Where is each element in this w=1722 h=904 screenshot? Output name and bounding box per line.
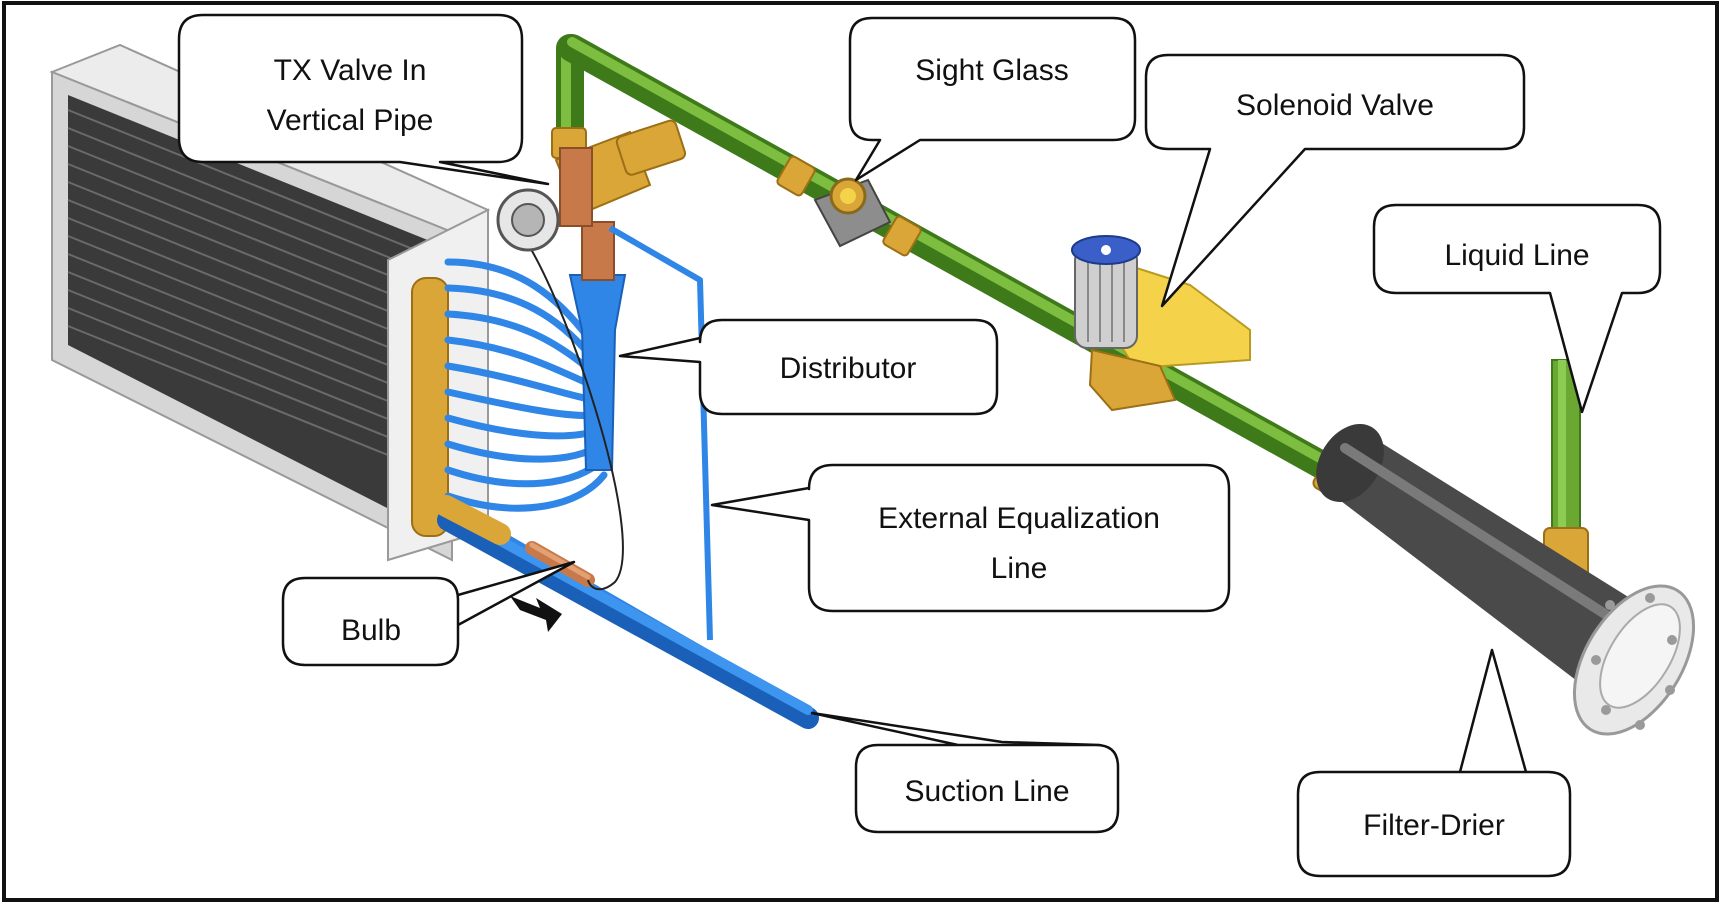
label-solenoid-valve: Solenoid Valve (1236, 89, 1434, 122)
callout-solenoid-valve (1144, 53, 1526, 308)
callout-labels: TX Valve In Vertical Pipe Sight Glass So… (267, 54, 1590, 842)
evaporator-coil (49, 43, 491, 562)
callout-sight-glass (848, 16, 1137, 182)
label-tx-valve-line2: Vertical Pipe (267, 104, 434, 137)
label-liquid-line: Liquid Line (1444, 239, 1589, 272)
sensing-bulb (525, 541, 595, 587)
capillary-tube (517, 229, 624, 591)
distributor-body (568, 274, 627, 471)
callout-liquid-line (1372, 203, 1662, 414)
label-external-equalization-line1: External Equalization (878, 502, 1160, 535)
external-equalization-line (608, 225, 713, 641)
callout-shapes (177, 13, 1662, 878)
coil-fins (67, 109, 441, 477)
callout-filter-drier (1296, 648, 1572, 878)
callout-distributor (618, 318, 999, 416)
solenoid-valve (1071, 235, 1251, 412)
label-bulb: Bulb (341, 614, 401, 647)
label-tx-valve-line1: TX Valve In (274, 54, 427, 87)
flow-arrow (510, 596, 562, 632)
solenoid-valve-body (1088, 348, 1177, 412)
label-filter-drier: Filter-Drier (1363, 809, 1505, 842)
coil-header (411, 277, 449, 537)
sight-glass (813, 177, 892, 248)
suction-line (435, 495, 819, 729)
callout-suction-line (810, 711, 1120, 834)
label-distributor: Distributor (780, 352, 917, 385)
callout-tx-valve (177, 13, 550, 186)
callout-bulb (281, 560, 576, 667)
distributor-inlet (581, 221, 615, 281)
tx-valve (496, 119, 687, 252)
label-sight-glass: Sight Glass (915, 54, 1068, 87)
label-external-equalization-line2: Line (991, 552, 1048, 585)
callout-external-equalization (710, 463, 1231, 613)
label-suction-line: Suction Line (904, 775, 1069, 808)
filter-drier (1316, 423, 1696, 736)
